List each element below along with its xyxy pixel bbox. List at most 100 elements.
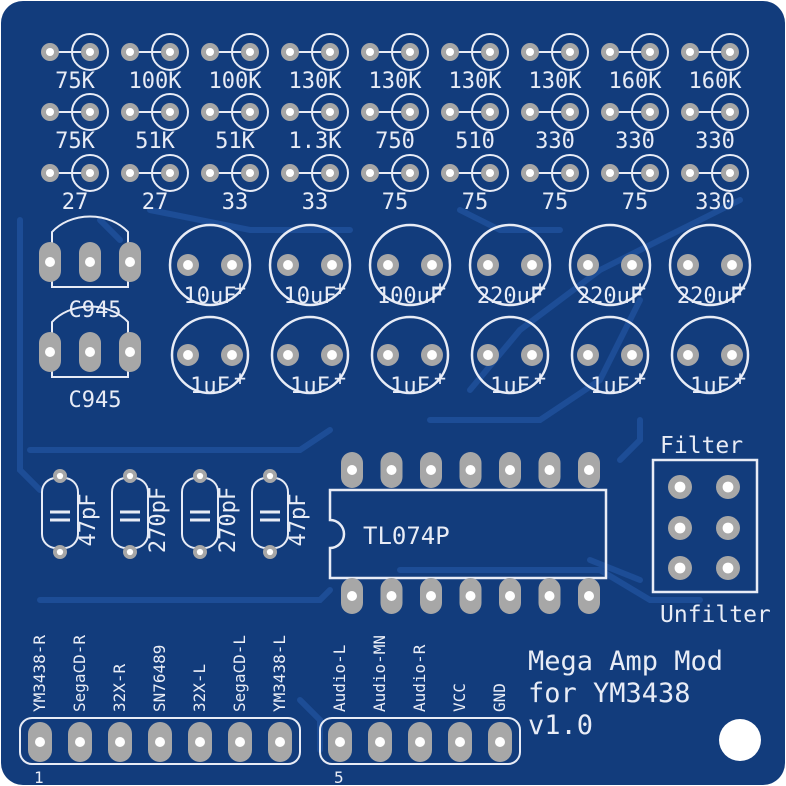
resistor-value: 33 [222, 190, 249, 215]
drill-hole [85, 168, 95, 178]
drill-hole [544, 465, 555, 475]
drill-hole [245, 168, 255, 178]
drill-hole [285, 107, 295, 117]
resistor: 75 [601, 154, 669, 215]
drill-hole [45, 107, 55, 117]
drill-hole [266, 472, 274, 480]
drill-hole [183, 260, 193, 270]
resistor-value: 100K [129, 69, 183, 94]
resistor: 75 [521, 154, 589, 215]
drill-hole [565, 107, 575, 117]
resistor-value: 330 [695, 190, 735, 215]
resistor-value: 27 [62, 190, 89, 215]
drill-hole [365, 168, 375, 178]
cap-outline [470, 315, 550, 395]
cap-value: 1uF [190, 374, 230, 399]
ceramic-cap: 47pF [41, 469, 101, 559]
drill-hole [427, 260, 437, 270]
drill-hole [45, 347, 55, 357]
drill-hole [495, 737, 505, 747]
drill-hole [627, 260, 637, 270]
header-pin-label: Audio-MN [370, 635, 389, 712]
drill-hole [283, 350, 293, 360]
cap-polarity: + [634, 366, 646, 390]
drill-hole [683, 350, 693, 360]
drill-hole [125, 168, 135, 178]
drill-hole [426, 465, 436, 475]
electrolytic-cap: 1uF+ [570, 315, 650, 399]
drill-hole [125, 47, 135, 57]
electrolytic-cap: 1uF+ [170, 315, 250, 399]
drill-hole [347, 465, 357, 475]
drill-hole [155, 737, 165, 747]
drill-hole [195, 737, 205, 747]
ceramic-cap: 47pF [251, 469, 311, 559]
ceramic-value: 47pF [286, 494, 311, 547]
drill-hole [126, 548, 134, 556]
electrolytic-cap: 220uF+ [668, 223, 752, 309]
title-line-1: Mega Amp Mod [528, 646, 723, 677]
trace [97, 217, 123, 243]
header-outline [319, 717, 521, 765]
header-pin-label: Audio-L [330, 645, 349, 712]
drill-hole [415, 737, 425, 747]
drill-hole [365, 47, 375, 57]
transistor-label: C945 [69, 388, 122, 413]
drill-hole [285, 168, 295, 178]
resistor: 130K [281, 33, 349, 94]
resistor: 75K [41, 33, 109, 94]
cap-outline [468, 223, 552, 307]
title-line-3: v1.0 [528, 710, 593, 741]
drill-hole [722, 481, 734, 493]
resistor-value: 330 [615, 129, 655, 154]
resistor: 27 [41, 154, 109, 215]
drill-hole [125, 347, 135, 357]
jumper-top-label: Filter [660, 433, 743, 459]
drill-hole [583, 260, 593, 270]
drill-hole [383, 350, 393, 360]
electrolytic-cap: 1uF+ [670, 315, 750, 399]
header-pin-label: 32X-R [110, 663, 129, 712]
drill-hole [722, 522, 734, 534]
trace [427, 297, 643, 423]
cap-polarity: + [434, 366, 446, 390]
drill-hole [235, 737, 245, 747]
drill-hole [115, 737, 125, 747]
trace [37, 587, 333, 603]
trace [147, 207, 353, 233]
ceramic-value: 270pF [216, 487, 241, 553]
ceramic-cap: 270pF [111, 469, 171, 559]
resistor-value: 51K [135, 129, 175, 154]
ceramic-cap: 270pF [181, 469, 241, 559]
drill-hole [56, 548, 64, 556]
drill-hole [527, 350, 537, 360]
drill-hole [605, 47, 615, 57]
trace [457, 207, 563, 233]
resistor: 330 [681, 93, 749, 154]
drill-hole [165, 168, 175, 178]
drill-hole [465, 465, 476, 475]
transistor-outline [51, 215, 129, 288]
transistor: C945 [39, 305, 141, 413]
drill-hole [85, 257, 95, 267]
drill-hole [455, 737, 465, 747]
jumper-outline [651, 458, 759, 594]
cap-value: 220uF [477, 284, 543, 309]
drill-hole [45, 168, 55, 178]
cap-polarity: + [234, 276, 246, 300]
drill-hole [674, 522, 686, 534]
electrolytic-cap: 100uF+ [368, 223, 452, 309]
resistor-value: 510 [455, 129, 495, 154]
cap-value: 1uF [390, 374, 430, 399]
drill-hole [383, 260, 393, 270]
drill-hole [125, 107, 135, 117]
cap-value: 1uF [290, 374, 330, 399]
electrolytic-cap: 220uF+ [568, 223, 652, 309]
header-pin-label: Audio-R [410, 644, 429, 712]
drill-hole [725, 168, 735, 178]
resistor: 510 [441, 93, 509, 154]
resistor-value: 27 [142, 190, 169, 215]
